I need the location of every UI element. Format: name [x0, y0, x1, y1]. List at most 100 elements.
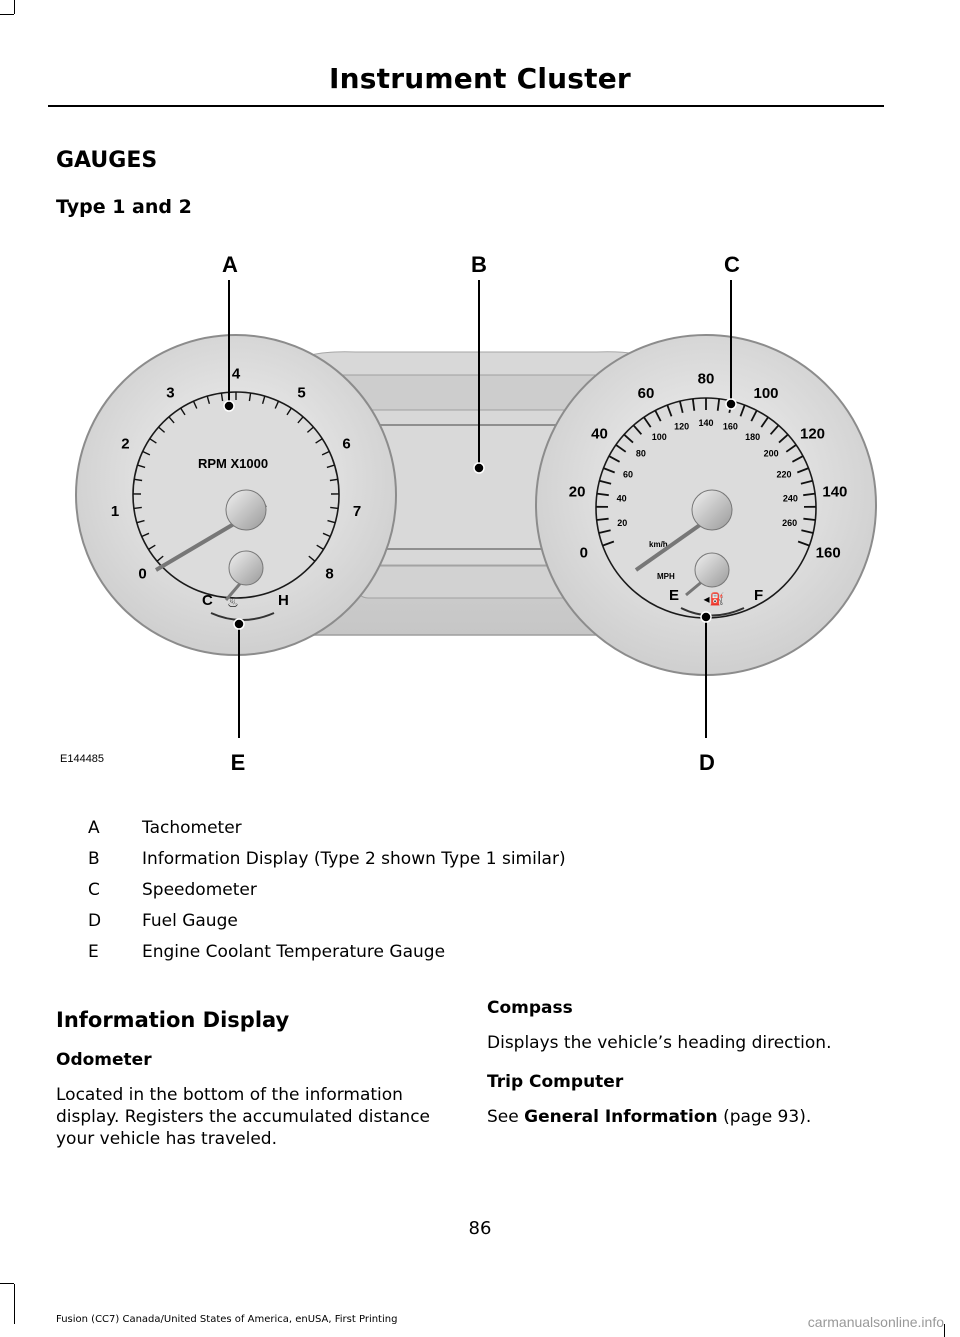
gauge-tick [149, 438, 157, 444]
mph-number: 20 [569, 483, 586, 500]
gauge-tick [654, 409, 662, 422]
gauge-tick [141, 532, 150, 538]
gauge-tick [192, 400, 198, 409]
gauge-tick [778, 433, 789, 444]
legend-text: Speedometer [142, 880, 257, 900]
tach-number: 2 [121, 436, 129, 453]
see-text: See [487, 1107, 519, 1127]
callout-label-c: C [724, 252, 740, 277]
legend-key: B [88, 849, 100, 869]
gauge-tick [769, 424, 780, 435]
mph-number: 60 [638, 385, 655, 402]
tach-number: 3 [166, 384, 174, 401]
page-number: 86 [468, 1218, 492, 1239]
kmh-unit-label: km/h [649, 540, 668, 549]
legend-text: Engine Coolant Temperature Gauge [142, 942, 446, 962]
gauge-tick [308, 555, 316, 562]
legend-key: E [88, 942, 99, 962]
gauge-tick [134, 478, 143, 482]
gauge-tick [760, 416, 769, 428]
footer-text: Fusion (CC7) Canada/United States of Ame… [56, 1314, 398, 1325]
tach-number: 7 [353, 503, 361, 520]
tach-unit-label: RPM X1000 [198, 456, 268, 471]
mph-number: 100 [753, 385, 778, 402]
trip-computer-heading: Trip Computer [487, 1072, 624, 1092]
compass-heading: Compass [487, 998, 573, 1018]
gauge-tick [739, 404, 746, 417]
speed-hub [691, 489, 733, 531]
gauge-tick [133, 506, 142, 510]
left-column: Information Display Odometer Located in … [56, 1008, 451, 1168]
header-rule [48, 105, 884, 107]
watermark: carmanualsonline.info [807, 1314, 944, 1330]
gauge-tick [615, 444, 627, 453]
callout-dot-a [223, 400, 235, 412]
gauge-tick [326, 464, 335, 469]
gauge-tick [666, 404, 673, 417]
compass-text: Displays the vehicle’s heading direction… [487, 1033, 832, 1053]
gauge-tick [803, 517, 816, 521]
gauge-tick [691, 398, 696, 411]
gauge-tick [315, 438, 323, 444]
fuel-hub [694, 552, 730, 588]
kmh-number: 100 [652, 432, 667, 442]
callout-dot-d [700, 611, 712, 623]
gauge-tick [608, 455, 621, 463]
kmh-number: 120 [674, 422, 689, 432]
gauge-tick [286, 407, 292, 416]
figure-id: E144485 [60, 753, 104, 765]
crop-mark [14, 1284, 15, 1324]
gauge-tick [327, 519, 336, 524]
crop-mark [14, 0, 15, 14]
section-subtitle: Type 1 and 2 [56, 196, 192, 218]
mph-number: 0 [580, 545, 588, 562]
info-display-heading: Information Display [56, 1008, 290, 1032]
gauge-tick [306, 426, 314, 433]
kmh-number: 140 [698, 418, 713, 428]
kmh-number: 40 [617, 493, 627, 503]
odometer-text: Located in the bottom of the information… [56, 1085, 431, 1149]
temp-cold-label: C [202, 592, 213, 609]
kmh-number: 60 [623, 470, 633, 480]
kmh-number: 160 [723, 422, 738, 432]
gauge-tick [643, 416, 652, 428]
coolant-temp-icon: ♨ [227, 595, 239, 610]
gauge-tick [321, 450, 330, 456]
gauge-tick [800, 479, 813, 485]
right-column: Compass Displays the vehicle’s heading d… [487, 998, 887, 1146]
gauge-tick [330, 506, 339, 510]
callout-label-a: A [222, 252, 238, 277]
gauge-tick [598, 529, 611, 534]
gauge-tick [297, 416, 304, 424]
legend-key: A [88, 818, 100, 838]
gauge-tick [206, 395, 211, 404]
gauge-tick [322, 532, 331, 538]
chapter-title: Instrument Cluster [329, 62, 631, 95]
gauge-tick [148, 544, 156, 550]
mph-unit-label: MPH [657, 572, 675, 581]
tach-hub [225, 489, 267, 531]
tach-number: 4 [232, 365, 241, 382]
callouts [228, 280, 732, 738]
callout-dot-e [233, 618, 245, 630]
gauge-tick [142, 450, 151, 456]
gauge-tick [632, 424, 643, 435]
gauge-tick [180, 407, 186, 416]
general-information-link[interactable]: General Information [524, 1107, 718, 1127]
fuel-full-label: F [754, 587, 763, 604]
legend-text: Fuel Gauge [142, 911, 238, 931]
gauge-tick [803, 492, 816, 497]
legend-key: C [88, 880, 100, 900]
gauge-tick [791, 455, 804, 463]
gauge-tick [137, 464, 146, 469]
section-title: GAUGES [56, 148, 158, 173]
callout-label-b: B [471, 252, 487, 277]
tach-number: 6 [342, 436, 350, 453]
gauge-tick [623, 433, 634, 444]
temp-hub [228, 550, 264, 586]
gauge-tick [603, 467, 616, 474]
kmh-number: 200 [764, 449, 779, 459]
kmh-number: 80 [636, 449, 646, 459]
